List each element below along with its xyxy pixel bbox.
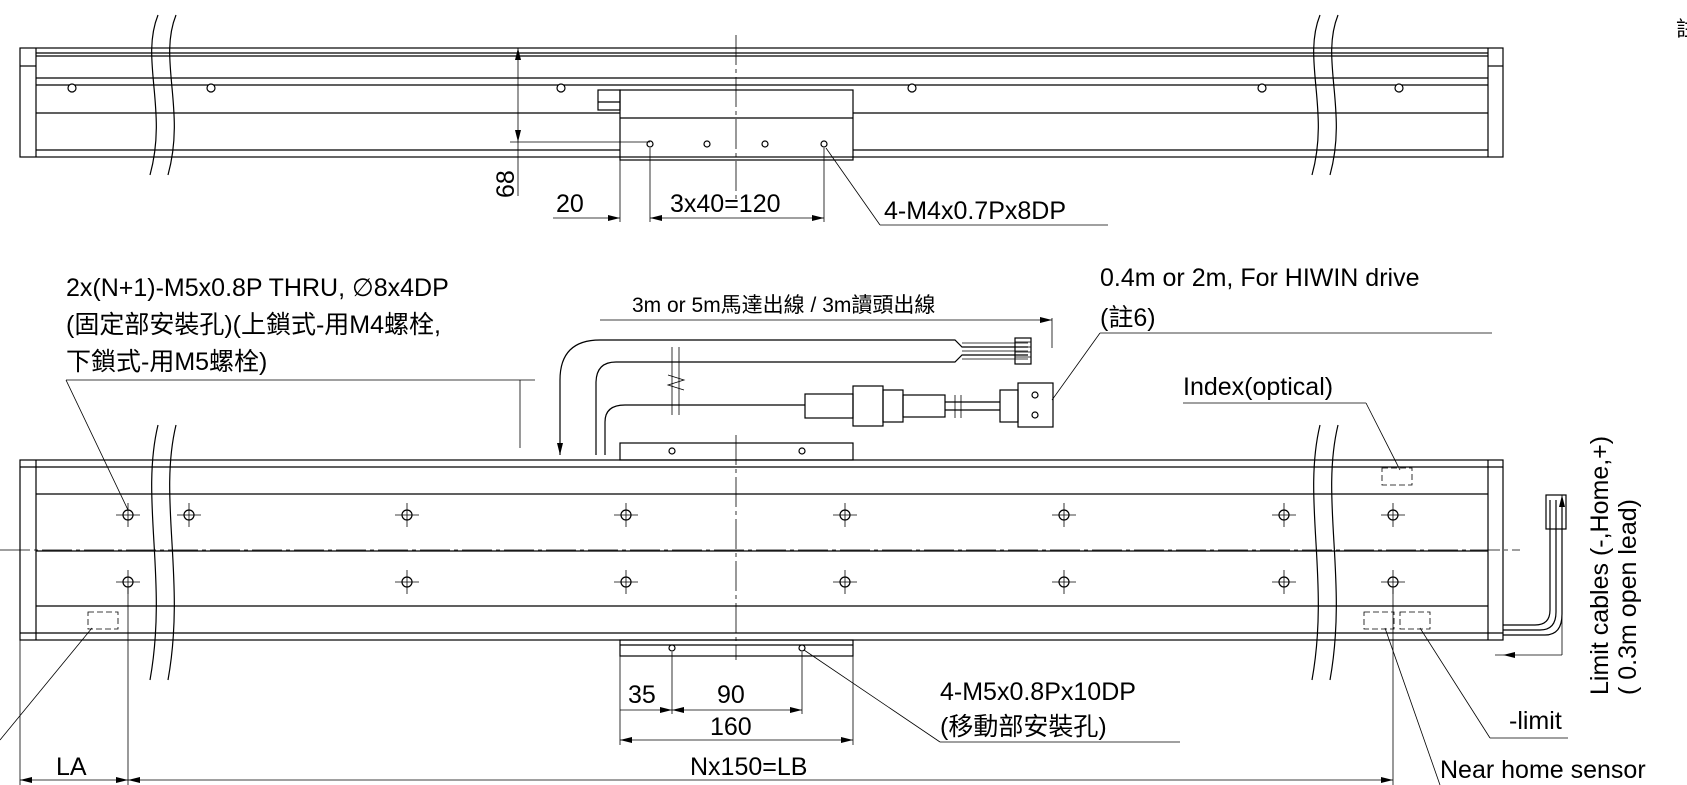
callout-stator-holes-3: 下鎖式-用M5螺栓) (66, 348, 267, 376)
corner-note-glyph: 註 (1676, 18, 1687, 41)
motor-connector-body (852, 385, 884, 427)
side-hole (556, 83, 566, 93)
callout-stator-holes-2: (固定部安裝孔)(上鎖式-用M4螺栓, (66, 311, 441, 339)
side-view (19, 14, 1504, 200)
side-hole (1257, 83, 1267, 93)
stator-mount-holes (116, 503, 1405, 594)
drive-connector-dsub (1017, 382, 1054, 428)
callout-drive-cable-1: 0.4m or 2m, For HIWIN drive (1100, 264, 1420, 292)
stator-hole (1052, 503, 1076, 527)
dim-68: 68 (492, 170, 520, 198)
callout-minus-limit: -limit (1509, 707, 1562, 735)
side-view-dimensions: 68 20 3x40=120 4-M4x0.7Px8DP (492, 48, 1108, 226)
drive-connector-neck (999, 389, 1019, 423)
callout-limit-cables-1: Limit cables (-,Home,+) (1586, 436, 1614, 695)
stator-hole (1052, 570, 1076, 594)
plan-view (0, 424, 1567, 681)
dim-LA: LA (56, 753, 87, 781)
dim-LB: Nx150=LB (690, 753, 807, 781)
top-mount-hole (703, 140, 711, 148)
callout-limit-cables-2: ( 0.3m open lead) (1614, 499, 1642, 695)
index-sensor (1381, 467, 1413, 486)
motor-connector-boot (902, 394, 946, 418)
left-limit-sensor (87, 611, 119, 630)
limit-cable-ends (1545, 494, 1567, 530)
callout-index: Index(optical) (1183, 373, 1333, 401)
top-mount-hole (820, 140, 828, 148)
stator-hole (395, 503, 419, 527)
side-view-outline (19, 47, 1504, 158)
dim-20: 20 (556, 190, 584, 218)
dim-35: 35 (628, 681, 656, 709)
side-view-mover (619, 89, 854, 161)
plan-view-dimensions: 35 90 160 4-M5x0.8Px10DP (移動部安裝孔) LA Nx1… (0, 588, 1394, 785)
callout-drive-cable-2: (註6) (1100, 304, 1156, 332)
stator-hole (1272, 570, 1296, 594)
stator-hole (116, 503, 140, 527)
stator-hole (833, 570, 857, 594)
callout-motor-cable: 3m or 5m馬達出線 / 3m讀頭出線 (632, 294, 935, 317)
callout-mover-holes-2: (移動部安裝孔) (940, 713, 1107, 741)
cable-assembly (519, 337, 1054, 455)
stator-hole (177, 503, 201, 527)
callout-stator-holes-1: 2x(N+1)-M5x0.8P THRU, ∅8x4DP (66, 274, 449, 302)
stator-hole (614, 570, 638, 594)
callout-mover-holes-1: 4-M5x0.8Px10DP (940, 678, 1136, 706)
home-sensor (1363, 611, 1395, 630)
motor-connector-shell (882, 389, 904, 423)
mover-plate-bottom (619, 639, 854, 657)
stator-hole (1381, 503, 1405, 527)
dim-160: 160 (710, 713, 752, 741)
side-hole (67, 83, 77, 93)
top-mount-hole (761, 140, 769, 148)
callout-top-holes: 4-M4x0.7Px8DP (884, 197, 1066, 225)
callout-near-home: Near home sensor (1440, 756, 1646, 784)
top-mount-hole (646, 140, 654, 148)
side-hole (1394, 83, 1404, 93)
stator-hole (614, 503, 638, 527)
side-hole (206, 83, 216, 93)
mover-plate-top (619, 442, 854, 461)
stator-hole (1272, 503, 1296, 527)
stator-hole (833, 503, 857, 527)
dim-90: 90 (717, 681, 745, 709)
minus-limit-sensor (1399, 611, 1431, 630)
side-view-connector (597, 89, 621, 111)
motor-connector (804, 393, 854, 419)
dim-3x40: 3x40=120 (670, 190, 781, 218)
open-lead-terminals (1014, 337, 1032, 365)
side-hole (907, 83, 917, 93)
stator-hole (395, 570, 419, 594)
